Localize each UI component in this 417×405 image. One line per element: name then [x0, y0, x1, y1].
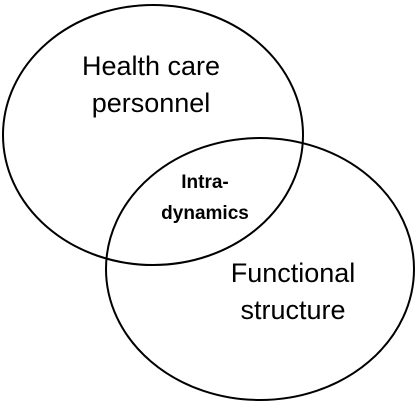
set-label-line: Health care — [81, 51, 221, 81]
set-label-functional-structure: Functional structure — [203, 255, 383, 329]
set-label-line: personnel — [91, 88, 211, 118]
intersection-label: Intra- dynamics — [145, 167, 265, 229]
circle-functional-structure — [105, 137, 415, 401]
circle-health-care-personnel — [2, 4, 304, 266]
set-label-health-care-personnel: Health care personnel — [58, 48, 244, 122]
intersection-label-line: Intra- — [181, 172, 229, 193]
set-label-line: structure — [240, 295, 346, 325]
set-label-line: Functional — [230, 258, 356, 288]
intersection-label-line: dynamics — [161, 203, 249, 224]
